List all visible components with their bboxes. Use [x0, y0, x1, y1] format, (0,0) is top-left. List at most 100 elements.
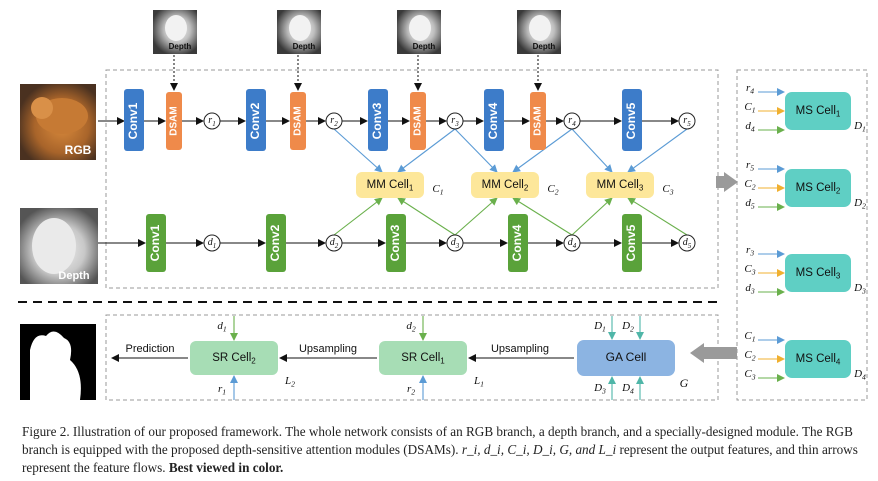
depth-feature-label-subscript: 4 [573, 242, 577, 250]
depth-conv-label: Conv1 [148, 224, 162, 261]
ms-cell-box [785, 169, 851, 207]
rgb-conv-label: Conv5 [624, 102, 638, 139]
rgb-feature-label: r5 [683, 115, 691, 127]
sr-cell-top-label-subscript: 2 [412, 324, 416, 333]
depth-to-mm-arrow [627, 197, 688, 236]
depth-feature-label: d2 [330, 237, 339, 249]
mm-cell-output: C3 [662, 183, 673, 197]
rgb-conv-label: Conv3 [370, 102, 384, 139]
ms-cell-input-label: C1 [744, 101, 755, 115]
caption-bold: Best viewed in color. [168, 460, 284, 475]
depth-to-mm-arrow [454, 197, 498, 236]
ga-cell-input-label: D1 [593, 320, 606, 334]
ms-cell-input-label-subscript: 2 [752, 182, 756, 191]
ms-cell-input-label-letter: d [745, 120, 751, 132]
sr-cell-top-label: d2 [406, 320, 416, 334]
sr-cell-label-subscript: 2 [251, 357, 256, 366]
prediction-label: Prediction [126, 343, 175, 355]
mm-cell-output: C1 [432, 183, 443, 197]
ms-cell-input-label-letter: C [744, 349, 752, 361]
sr-cell-top-label: d1 [217, 320, 227, 334]
depth-thumbnail [397, 10, 441, 54]
depth-thumbnail [277, 10, 321, 54]
ms-cell-output-letter: D [853, 120, 862, 132]
ms-cell-input-label-letter: C [744, 263, 752, 275]
dsam-block [290, 92, 306, 150]
ga-cell-input-label-letter: D [593, 382, 602, 394]
rgb-to-mm-arrow [571, 128, 613, 173]
depth-feature-label-subscript: 1 [213, 242, 217, 250]
dsam-label: DSAM [169, 106, 180, 135]
ms-cell-input-label-letter: C [744, 330, 752, 342]
sr-cell-label: SR Cell1 [401, 352, 445, 366]
caption-middle: represent the output features, and thin … [22, 442, 858, 475]
depth-conv-block [266, 214, 286, 272]
ms-cell-output-letter: D [853, 197, 862, 209]
ms-cell-label-letter: MS Cell [796, 353, 836, 365]
rgb-conv-block [368, 89, 388, 151]
sr-cell-bottom-label-subscript: 2 [411, 387, 415, 396]
mm-cell-label-letter: MM Cell [597, 179, 639, 191]
sr-cell-output-letter: L [284, 375, 291, 387]
ga-cell-box [577, 340, 675, 376]
sr-cell-output-letter: L [473, 375, 480, 387]
mm-cell-label: MM Cell2 [482, 179, 529, 193]
ms-cell-label: MS Cell2 [796, 182, 841, 196]
depth-thumbnail-shape [165, 15, 187, 41]
dsam-block [530, 92, 546, 150]
mm-cell-output-letter: C [432, 183, 440, 195]
depth-thumbnail [153, 10, 197, 54]
ms-cell-input-label: C2 [744, 349, 755, 363]
ga-cell-input-label-letter: D [621, 382, 630, 394]
rgb-to-mm-arrow [454, 128, 498, 173]
ga-cell-label: GA Cell [606, 350, 647, 364]
ms-cell-label-subscript: 3 [836, 272, 841, 281]
ms-cell-input-label: r4 [746, 82, 754, 96]
depth-feature-label-subscript: 3 [455, 242, 460, 250]
ms-cell-label: MS Cell3 [796, 267, 841, 281]
mm-cell-label-subscript: 2 [524, 184, 529, 193]
rgb-feature-label: r4 [568, 115, 576, 127]
depth-feature-label-letter: d [208, 237, 214, 248]
ms-cell-output: D4 [853, 368, 866, 382]
mm-cell-label-subscript: 3 [639, 184, 644, 193]
depth-feature-label-letter: d [683, 237, 689, 248]
ms-cell-input-label-letter: d [745, 282, 751, 294]
depth-feature-node [678, 234, 696, 252]
upsampling-label: Upsampling [299, 343, 357, 355]
rgb-conv-label: Conv2 [248, 102, 262, 139]
depth-feature-label: d1 [208, 237, 217, 249]
depth-to-mm-arrow [512, 197, 573, 236]
depth-feature-node [563, 234, 581, 252]
depth-feature-label-letter: d [330, 237, 336, 248]
ms-cell-input-label: C1 [744, 330, 755, 344]
ms-cell-input-label-letter: C [744, 368, 752, 380]
ms-cell-input-label: C3 [744, 263, 755, 277]
depth-feature-label-subscript: 2 [335, 242, 339, 250]
rgb-feature-node [563, 112, 581, 130]
ms-cell-input-label: C3 [744, 368, 755, 382]
ga-cell-input-label-subscript: 4 [630, 386, 634, 395]
sr-cell-label-subscript: 1 [440, 357, 445, 366]
depth-conv-label: Conv2 [268, 224, 282, 261]
rgb-conv-label: Conv1 [126, 102, 140, 139]
ms-cell-input-label-subscript: 1 [752, 334, 756, 343]
mm-cell-label-subscript: 1 [409, 184, 414, 193]
mm-cell-label-letter: MM Cell [367, 179, 409, 191]
depth-thumbnail-label: Depth [169, 42, 192, 51]
rgb-feature-node [678, 112, 696, 130]
ms-cell-input-label: d5 [745, 197, 755, 211]
depth-silhouette [32, 218, 76, 274]
upsampling-label: Upsampling [491, 343, 549, 355]
depth-to-mm-arrow [333, 197, 383, 236]
mm-cell-output-subscript: 3 [669, 187, 674, 196]
sr-cell-top-label-letter: d [217, 320, 223, 332]
sr-cell-bottom-label-letter: r [218, 383, 223, 395]
ms-cell-input-label-subscript: 1 [752, 105, 756, 114]
ms-cell-label-subscript: 4 [836, 358, 841, 367]
sr-cell-output-subscript: 1 [480, 379, 484, 388]
ga-cell-input-label: D2 [621, 320, 634, 334]
ms-cell-input-label-subscript: 5 [750, 163, 754, 172]
depth-conv-label: Conv5 [624, 224, 638, 261]
ms-cell-input-label: r3 [746, 244, 754, 258]
